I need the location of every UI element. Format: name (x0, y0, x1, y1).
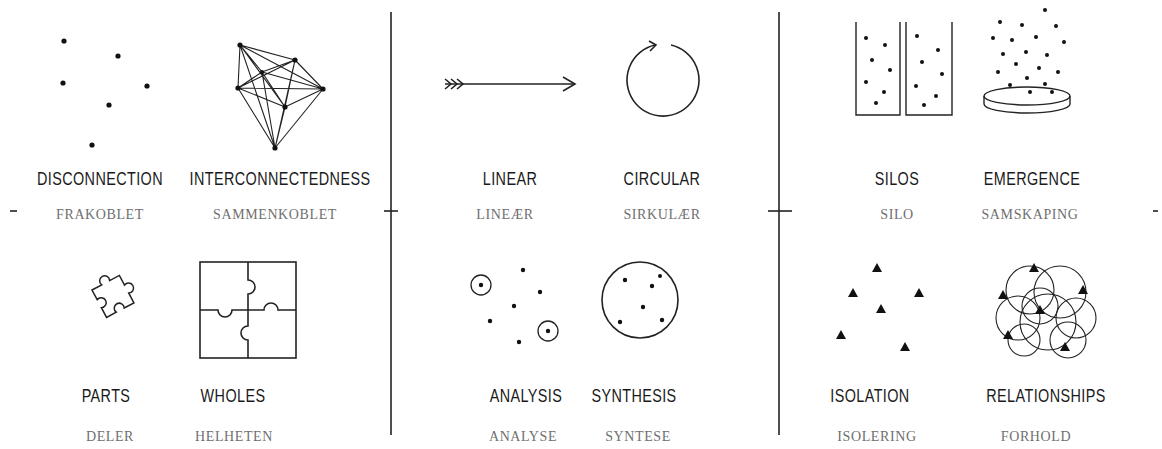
translation-label: SYNTESE (605, 430, 671, 444)
relationships (996, 266, 1096, 358)
circular-arrow (627, 41, 699, 116)
translation-label: FRAKOBLET (56, 208, 144, 222)
divider (390, 12, 392, 435)
concept-label: EMERGENCE (984, 170, 1080, 188)
concept-label: PARTS (82, 387, 131, 405)
tick (768, 210, 792, 212)
dots (60, 38, 149, 147)
tick (10, 210, 17, 212)
translation-label: LINEÆR (476, 208, 533, 222)
concept-label: ANALYSIS (490, 387, 563, 405)
concept-label: CIRCULAR (624, 170, 701, 188)
network (238, 45, 323, 148)
concept-label: SILOS (875, 170, 919, 188)
translation-label: HELHETEN (195, 430, 273, 444)
tick (1153, 210, 1158, 212)
concept-label: WHOLES (201, 387, 266, 405)
concept-label: INTERCONNECTEDNESS (190, 170, 371, 188)
divider (778, 12, 780, 435)
translation-label: ISOLERING (837, 430, 916, 444)
concept-label: ISOLATION (830, 387, 909, 405)
linear-arrow (445, 77, 575, 91)
dots (991, 8, 1066, 94)
translation-label: DELER (86, 430, 134, 444)
analysis (471, 275, 558, 341)
translation-label: SIRKULÆR (623, 208, 700, 222)
concept-label: SYNTHESIS (591, 387, 676, 405)
concept-label: RELATIONSHIPS (986, 387, 1105, 405)
tick (384, 210, 398, 212)
translation-label: SAMSKAPING (981, 208, 1078, 222)
puzzle-whole (200, 262, 296, 358)
synthesis (602, 262, 678, 338)
translation-label: ANALYSE (489, 430, 557, 444)
translation-label: SILO (880, 208, 914, 222)
translation-label: FORHOLD (1001, 430, 1071, 444)
triangles (836, 263, 924, 351)
silos (856, 22, 952, 115)
puzzle-piece (89, 266, 141, 318)
concept-label: DISCONNECTION (37, 170, 163, 188)
dish (984, 87, 1070, 113)
translation-label: SAMMENKOBLET (213, 208, 337, 222)
concept-label: LINEAR (483, 170, 537, 188)
